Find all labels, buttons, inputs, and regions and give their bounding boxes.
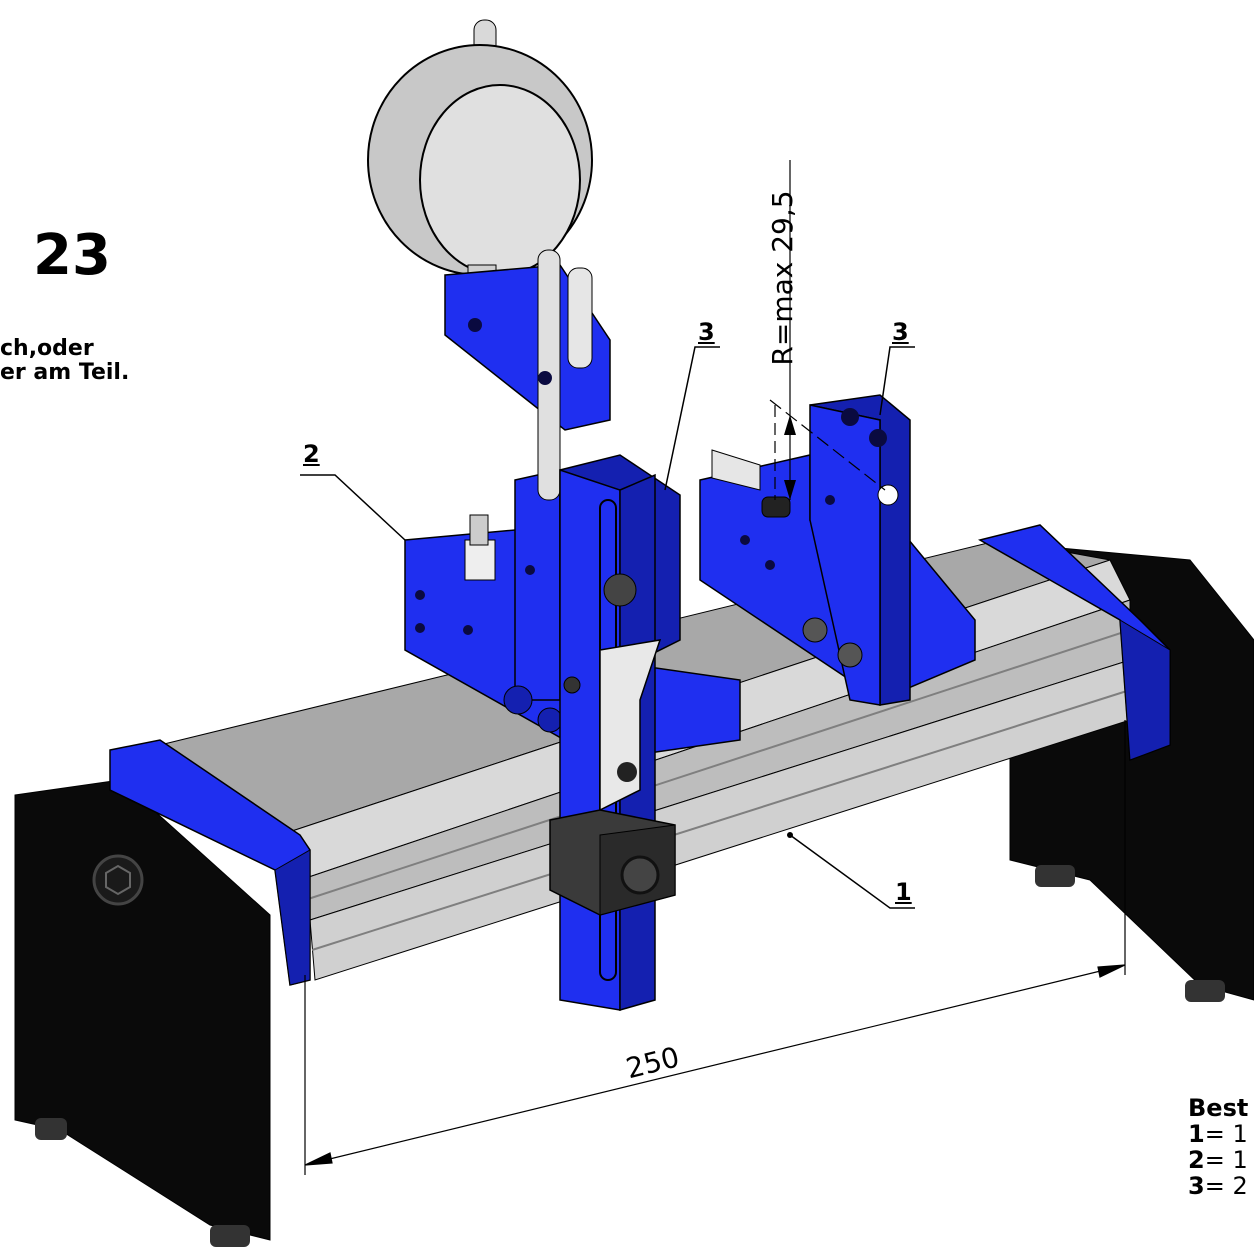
gauge-face-icon [419, 84, 581, 276]
leader-3b [879, 346, 915, 416]
button-screw-icon [620, 855, 660, 895]
leader-lines [300, 346, 915, 909]
dimension-radius [769, 160, 886, 500]
dial-gauge [367, 19, 593, 280]
callout-3a: 3 [698, 318, 715, 346]
callout-3b: 3 [892, 318, 909, 346]
legend-item-2: 2= 1 [1188, 1146, 1248, 1174]
leader-2 [300, 474, 406, 541]
right-foot-pad-2 [1185, 980, 1225, 1002]
left-end-cap [109, 739, 311, 986]
socket-screw-icon [802, 617, 828, 643]
gauge-holder [444, 249, 611, 501]
left-foot-pad-2 [210, 1225, 250, 1247]
part-3-right-block [699, 394, 976, 706]
legend-title: Best [1188, 1094, 1249, 1122]
dimension-length-label: 250 [623, 1040, 683, 1085]
hex-bolt-icon [92, 854, 144, 906]
dimension-radius-label: R=max 29,5 [766, 190, 799, 365]
right-end-cap [978, 524, 1171, 762]
note-line-1: ch,oder [0, 336, 94, 361]
legend-item-1: 1= 1 [1188, 1120, 1248, 1148]
note-line-2: er am Teil. [0, 360, 130, 385]
socket-screw-icon [837, 642, 863, 668]
legend-item-3: 3= 2 [1188, 1172, 1248, 1200]
left-foot-pad-1 [35, 1118, 67, 1140]
right-foot-pad-1 [1035, 865, 1075, 887]
legend: Best 1= 1 2= 1 3= 2 [1188, 1095, 1248, 1199]
dimension-250 [304, 720, 1126, 1175]
callout-1: 1 [895, 878, 912, 906]
leader-3a [664, 346, 720, 491]
callout-2: 2 [303, 440, 320, 468]
figure-number: 23 [33, 223, 111, 288]
slide-clamp [549, 809, 676, 916]
button-screw-icon [603, 573, 637, 607]
leader-1 [789, 834, 915, 909]
left-foot [14, 779, 271, 1247]
